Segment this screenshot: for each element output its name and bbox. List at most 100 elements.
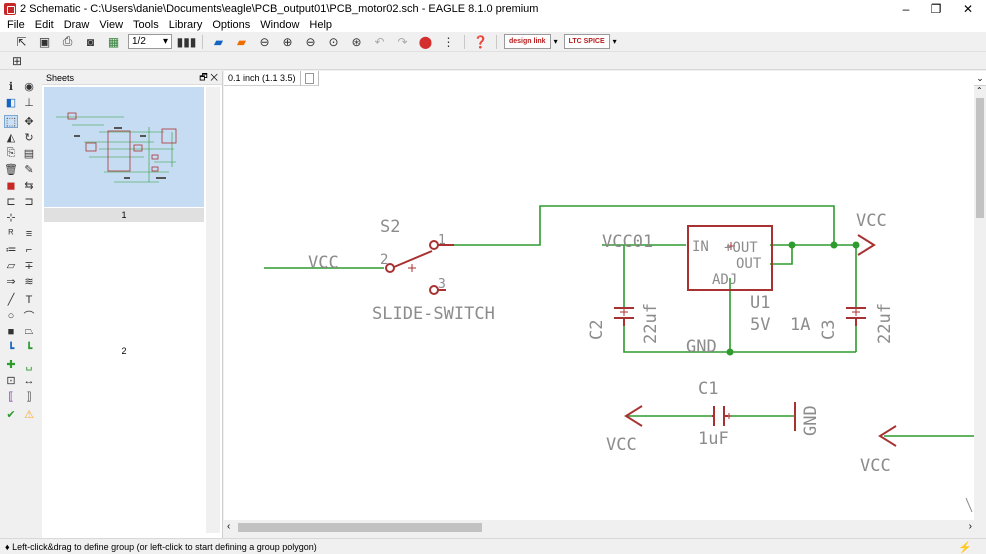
errors-icon[interactable]: ⚠ [24,409,34,421]
net-draw-icon[interactable]: ┗ [25,343,33,355]
bus-draw-icon[interactable]: ┗ [7,343,15,355]
text-icon[interactable]: T [25,293,33,306]
ltspice-button[interactable]: LTC SPICE [563,34,610,49]
cam-icon[interactable]: ◙ [86,34,95,49]
info-icon[interactable]: ℹ [8,81,14,93]
board-switch-icon[interactable]: ▦ [107,34,120,49]
float-icon[interactable]: 🗗 [199,71,208,82]
polygon-icon[interactable]: ⏢ [24,325,34,337]
zoom-out-icon[interactable]: ⊖ [305,34,316,49]
menu-options[interactable]: Options [212,18,251,31]
sheet-1-thumbnail[interactable] [44,87,204,207]
smash-icon[interactable]: ≔ [5,244,17,256]
design-link-dropdown-icon[interactable]: ▾ [553,37,558,46]
junction-icon[interactable]: ✚ [6,359,16,371]
scroll-right-icon[interactable]: › [968,521,972,532]
canvas-horizontal-scrollbar[interactable]: ‹ › [224,520,986,535]
gateswap-icon[interactable]: ⊏ [6,196,16,208]
schematic-canvas[interactable]: S2 SLIDE-SWITCH 1 2 3 VCC VCC01 IN +OUT … [224,86,974,520]
add-part-icon[interactable]: ◼ [6,180,16,192]
wrench-icon[interactable]: ✎ [24,164,34,176]
close-panel-icon[interactable]: ✕ [210,71,218,82]
print-icon[interactable]: ⎙ [62,34,73,48]
grid-checkbox[interactable] [304,72,314,84]
switch-pin3 [429,285,439,295]
layer-icon[interactable]: ◧ [5,97,17,109]
dimension-icon[interactable]: ↔ [23,374,35,387]
ulp-icon[interactable]: ▰ [236,34,247,49]
scroll-left-icon[interactable]: ‹ [227,521,231,532]
menu-tools[interactable]: Tools [133,18,159,31]
module-icon[interactable]: ⟧ [26,391,32,403]
invoke-icon[interactable]: ∓ [24,260,34,272]
vcc-input-label: VCC [308,253,339,273]
maximize-button[interactable]: ❐ [930,1,942,16]
grid-icon[interactable]: ⊞ [11,53,23,68]
miter-icon[interactable]: ⌐ [25,243,33,256]
zoom-select-icon[interactable]: ⊙ [328,34,339,49]
zoom-fit-icon[interactable]: ⊖ [259,34,270,49]
name-icon[interactable]: ᴿ [8,227,14,240]
pinswap-icon[interactable]: ⊐ [24,196,34,208]
menu-help[interactable]: Help [309,18,333,31]
design-link-button[interactable]: design link [504,34,551,49]
attribute-icon[interactable]: ⊡ [6,375,16,387]
rect-icon[interactable]: ■ [7,325,15,338]
save-icon[interactable]: ▣ [38,34,51,49]
value-icon[interactable]: ≡ [25,227,33,240]
copy-icon[interactable]: ⎘ [6,147,16,159]
move-icon[interactable]: ✥ [24,116,34,128]
show-icon[interactable]: ◉ [24,81,34,93]
canvas-vertical-scrollbar[interactable]: ⌃ [974,86,986,520]
mark-icon[interactable]: ⊥ [24,97,34,109]
right-vcc-label: VCC [860,456,891,476]
erc-icon[interactable]: ✔ [6,409,16,421]
canvas-horizontal-thumb[interactable] [238,523,482,532]
rotate-icon[interactable]: ↻ [24,132,34,144]
circle-icon[interactable]: ○ [7,309,15,322]
script-icon[interactable]: ▰ [213,34,224,49]
optimize-icon[interactable]: ▱ [6,260,16,272]
redraw-icon[interactable]: ⊛ [351,34,362,49]
group-icon[interactable]: ⬚ [4,115,18,128]
vcc-out-arrow [857,234,876,256]
net-icon[interactable]: ⇒ [6,276,16,288]
canvas-vertical-thumb[interactable] [976,98,984,218]
menu-file[interactable]: File [7,18,25,31]
sheet-2-label[interactable]: 2 [121,346,127,356]
label-icon[interactable]: ␣ [25,359,33,371]
delete-icon[interactable]: 🗑 [4,164,18,176]
ltspice-dropdown-icon[interactable]: ▾ [612,37,617,46]
replace-icon[interactable]: ⇆ [24,180,34,192]
grid-bars-icon[interactable]: ▮▮▮ [176,34,197,49]
sheets-scrollbar[interactable] [206,87,220,533]
split-icon[interactable]: ⊹ [6,212,16,224]
paste-icon[interactable]: ▤ [23,148,35,160]
switch-value: SLIDE-SWITCH [372,304,495,324]
open-icon[interactable]: ⇱ [16,34,27,49]
minimize-button[interactable]: – [902,1,910,16]
close-button[interactable]: ✕ [962,1,974,16]
frame-icon[interactable]: ⟦ [8,391,14,403]
sheet-select[interactable]: 1/2 ▾ [128,34,172,49]
c3-value: 22uf [875,303,895,344]
menu-draw[interactable]: Draw [63,18,90,31]
menu-view[interactable]: View [99,18,124,31]
help-icon[interactable]: ❓ [473,34,488,49]
command-input[interactable] [317,70,974,86]
command-history-chevron-icon[interactable]: ⌄ [976,72,984,83]
undo-icon[interactable]: ↶ [374,34,385,49]
menu-library[interactable]: Library [168,18,203,31]
mirror-icon[interactable]: ◭ [6,132,16,144]
menu-window[interactable]: Window [260,18,300,31]
arc-icon[interactable]: ⌒ [23,310,35,323]
scroll-up-icon[interactable]: ⌃ [976,86,983,95]
line-icon[interactable]: ╱ [7,294,15,306]
sheet-1-label[interactable]: 1 [44,208,204,222]
bus-icon[interactable]: ≋ [24,276,34,288]
go-icon[interactable]: ⋮ [442,34,455,49]
zoom-in-icon[interactable]: ⊕ [282,34,293,49]
redo-icon[interactable]: ↷ [397,34,408,49]
menu-edit[interactable]: Edit [34,18,54,31]
stop-icon[interactable]: ⬤ [418,34,433,49]
